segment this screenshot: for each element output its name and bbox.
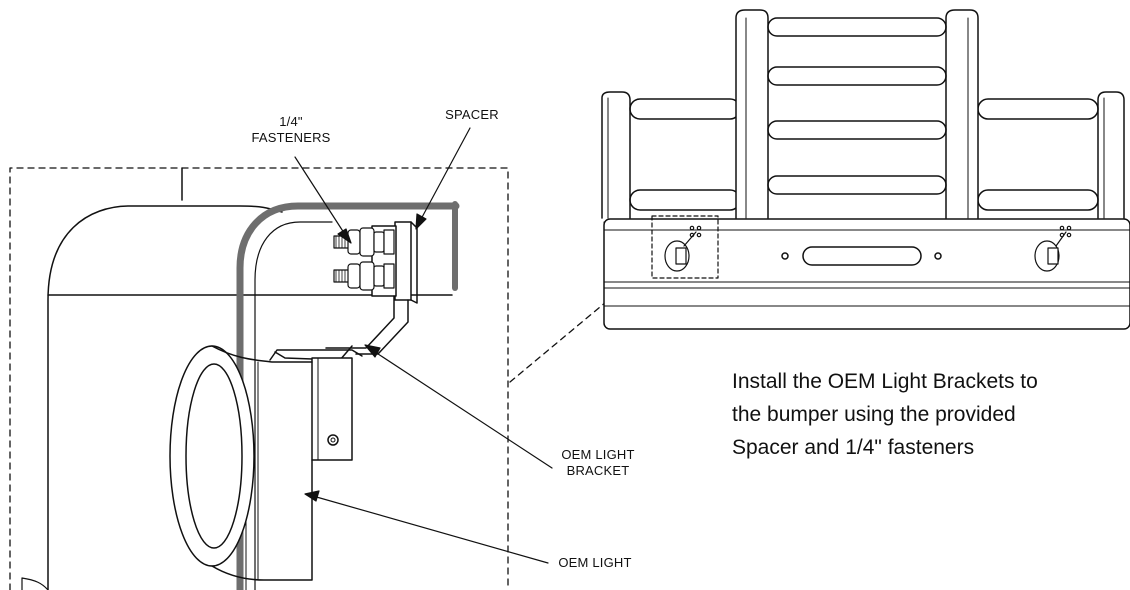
leader-arrows <box>294 127 553 564</box>
detail-view <box>9 127 553 590</box>
oem-light <box>169 345 313 581</box>
fasteners-label-line2: FASTENERS <box>251 130 331 145</box>
light-mount-left <box>664 225 702 272</box>
light-mount-right <box>1034 225 1072 272</box>
instruction-line-1: Install the OEM Light Brackets to <box>732 370 1038 393</box>
bracket-label-line2: BRACKET <box>566 463 630 478</box>
bracket-label-line1: OEM LIGHT <box>561 447 635 462</box>
fasteners-label-line1: 1/4" <box>279 114 303 129</box>
spacer-label: SPACER <box>445 107 499 122</box>
bracket-label: OEM LIGHT BRACKET <box>560 447 636 479</box>
instruction-line-2: the bumper using the provided <box>732 403 1016 426</box>
oem-light-bracket <box>269 295 409 461</box>
detail-frame <box>9 167 509 590</box>
bumper-plate <box>236 202 460 590</box>
instruction-text: Install the OEM Light Brackets to the bu… <box>732 365 1122 464</box>
instruction-line-3: Spacer and 1/4" fasteners <box>732 436 975 459</box>
light-label: OEM LIGHT <box>558 555 632 570</box>
bumper-overview <box>601 9 1130 330</box>
fasteners-label: 1/4" FASTENERS <box>243 114 339 146</box>
bumper-housing <box>47 205 283 590</box>
